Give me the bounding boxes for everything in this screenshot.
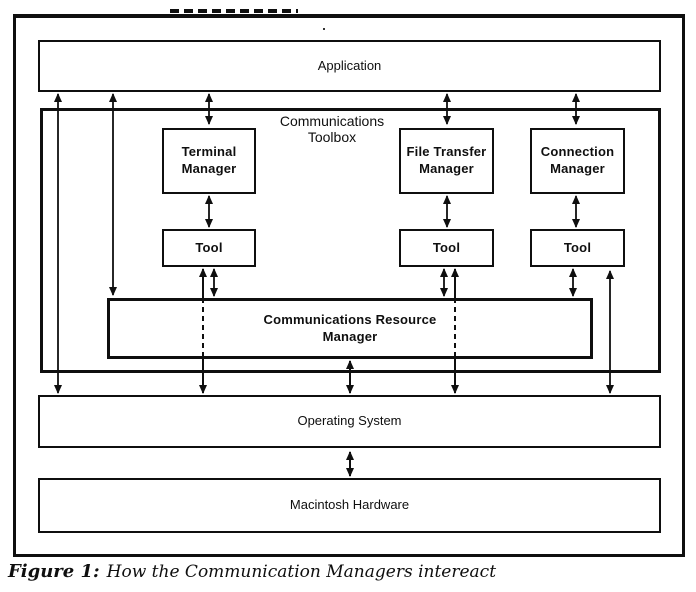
file-transfer-tool-box: Tool bbox=[399, 229, 494, 267]
connection-manager-box: Connection Manager bbox=[530, 128, 625, 194]
terminal-manager-line1: Terminal bbox=[181, 144, 237, 160]
terminal-tool-box: Tool bbox=[162, 229, 256, 267]
terminal-manager-box: Terminal Manager bbox=[162, 128, 256, 194]
resource-manager-line1: Communications Resource bbox=[263, 311, 437, 327]
scan-artifact bbox=[170, 9, 298, 13]
terminal-manager-line2: Manager bbox=[181, 161, 237, 176]
scan-speck bbox=[323, 28, 325, 30]
file-transfer-manager-line1: File Transfer bbox=[406, 144, 487, 160]
figure-caption-label: Figure 1: bbox=[8, 561, 100, 582]
application-box: Application bbox=[38, 40, 661, 92]
figure-caption: Figure 1: How the Communication Managers … bbox=[8, 561, 496, 582]
toolbox-title-line1: Communications bbox=[279, 113, 385, 129]
terminal-tool-label: Tool bbox=[195, 239, 223, 255]
figure-caption-text: How the Communication Managers intereact bbox=[106, 562, 497, 582]
resource-manager-line2: Manager bbox=[322, 328, 378, 344]
file-transfer-manager-box: File Transfer Manager bbox=[399, 128, 494, 194]
operating-system-box: Operating System bbox=[38, 395, 661, 448]
connection-tool-box: Tool bbox=[530, 229, 625, 267]
connection-tool-label: Tool bbox=[563, 239, 592, 255]
operating-system-label: Operating System bbox=[297, 413, 402, 429]
diagram-outer-frame bbox=[13, 14, 685, 557]
file-transfer-tool-label: Tool bbox=[432, 239, 461, 255]
toolbox-title-line2: Toolbox bbox=[307, 129, 357, 146]
macintosh-hardware-box: Macintosh Hardware bbox=[38, 478, 661, 533]
connection-manager-line2: Manager bbox=[550, 161, 605, 176]
application-label: Application bbox=[317, 57, 382, 73]
communications-toolbox-title: Communications Toolbox bbox=[252, 113, 412, 145]
communications-resource-manager-box: Communications Resource Manager bbox=[107, 298, 593, 359]
file-transfer-manager-line2: Manager bbox=[419, 161, 474, 176]
connection-manager-line1: Connection bbox=[540, 144, 615, 160]
macintosh-hardware-label: Macintosh Hardware bbox=[289, 497, 410, 513]
